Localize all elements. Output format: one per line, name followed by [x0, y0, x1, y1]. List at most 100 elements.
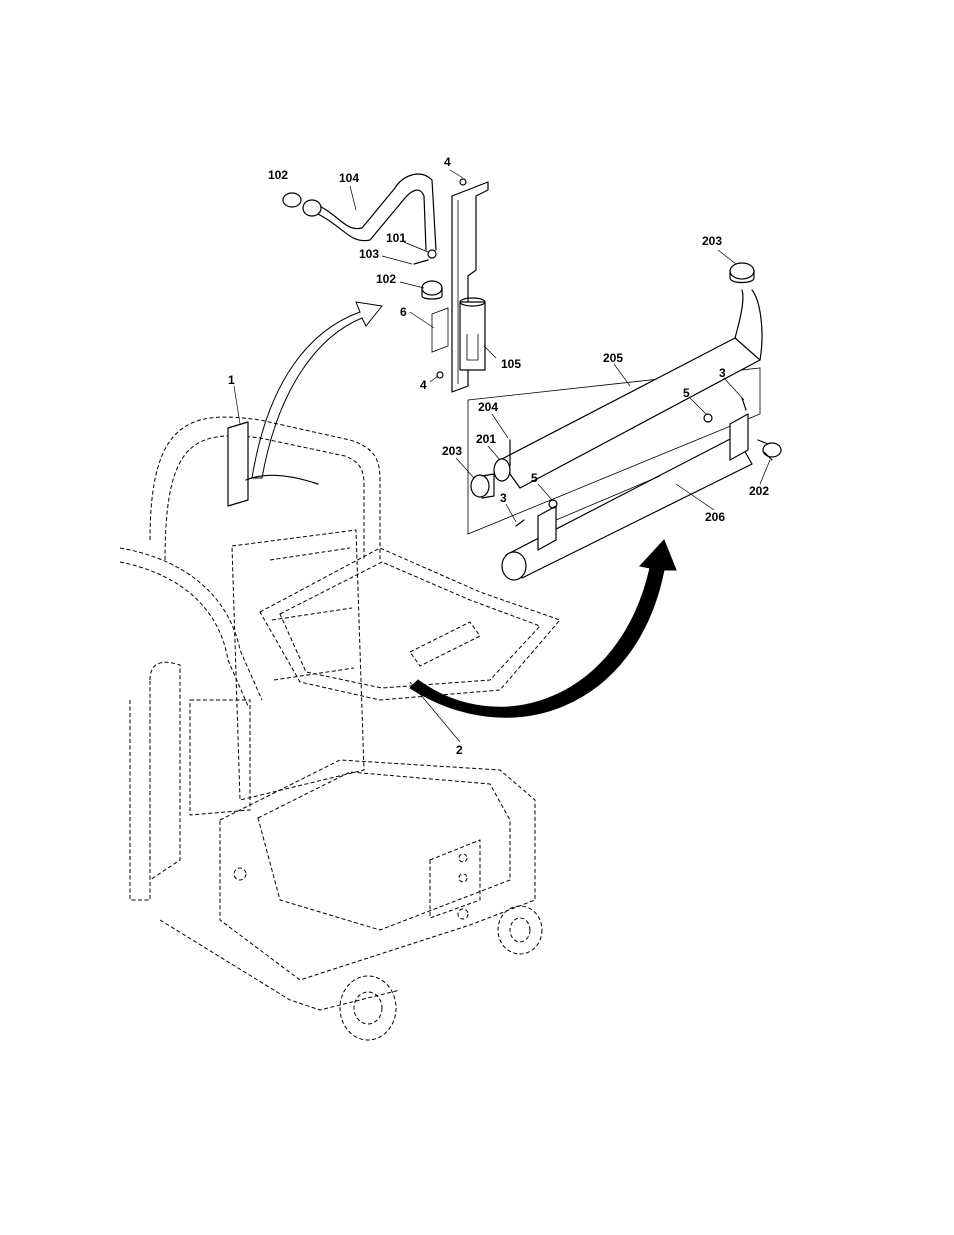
cap-203-left-body: [481, 473, 495, 499]
callout-104: 104: [339, 171, 359, 185]
callout-102-mid: 102: [376, 272, 396, 286]
left-handle-inner: [119, 561, 249, 707]
callout-203-top: 203: [702, 234, 722, 248]
arrow-to-detail-1: [251, 301, 383, 479]
callout-102-top: 102: [268, 168, 288, 182]
callout-205: 205: [603, 351, 623, 365]
leader-6: [409, 311, 435, 329]
bracket-1-on-machine: [227, 421, 249, 507]
leader-203-left: [455, 457, 475, 479]
machine-phantom-view: [119, 416, 561, 1041]
holder-slot: [466, 334, 479, 361]
left-leg-a: [149, 661, 181, 881]
callout-3-left: 3: [500, 491, 507, 505]
callout-201: 201: [476, 432, 496, 446]
leader-103: [381, 255, 413, 265]
control-panel: [429, 839, 481, 919]
rear-wheel: [497, 905, 543, 955]
callout-103: 103: [359, 247, 379, 261]
cap-203-left: [470, 474, 490, 498]
leader-201: [487, 445, 501, 461]
central-column: [231, 529, 365, 801]
callout-105: 105: [501, 357, 521, 371]
detail-2-tube-assembly: [467, 262, 782, 581]
leader-203-top: [717, 249, 737, 265]
tube-205-bend-a: [734, 289, 744, 339]
screw-3-right: [741, 397, 747, 411]
leader-4-top: [449, 169, 464, 179]
left-handle-outer: [119, 547, 263, 701]
leader-5-left: [537, 483, 553, 501]
callout-6: 6: [400, 305, 407, 319]
bracket-left: [537, 505, 557, 551]
tube-206-opening: [501, 551, 527, 581]
cap-203-top: [729, 262, 755, 280]
bracket-right: [729, 413, 749, 461]
front-wheel-hub: [353, 991, 383, 1025]
screw-3-left: [515, 519, 525, 527]
leader-204: [491, 413, 509, 439]
decal-label: [431, 307, 449, 353]
base-top: [257, 771, 511, 931]
clamp-101: [427, 249, 437, 259]
leader-lines: [233, 169, 771, 743]
leader-1: [233, 385, 241, 425]
side-knob: [233, 867, 247, 881]
callout-5-right: 5: [683, 386, 690, 400]
callout-labels: 102 104 4 101 103 102 6 105 4 1 203 205 …: [228, 155, 769, 757]
callout-4-top: 4: [444, 155, 451, 169]
base-bottom-edge: [159, 919, 401, 1011]
leader-5-right: [689, 397, 707, 415]
leader-205: [613, 363, 631, 387]
leader-104: [349, 185, 357, 211]
leader-202: [759, 459, 771, 485]
callout-5-left: 5: [531, 471, 538, 485]
callout-101: 101: [386, 231, 406, 245]
callout-2: 2: [456, 743, 463, 757]
callout-204: 204: [478, 400, 498, 414]
side-tank: [189, 699, 251, 816]
nut-5-right: [703, 413, 713, 423]
leader-3-right: [723, 377, 745, 401]
fitting-202: [762, 442, 782, 458]
holder-tube-top: [459, 297, 486, 307]
panel-knob-c: [457, 908, 469, 920]
cap-203-top-body: [729, 270, 755, 284]
upper-tray-inner: [279, 561, 541, 689]
tube-205-bend-b: [751, 289, 763, 361]
screw-4-bottom: [436, 371, 444, 379]
leader-3-left: [505, 503, 517, 523]
front-wheel: [339, 975, 397, 1041]
panel-knob-a: [458, 853, 468, 863]
column-rails: [269, 547, 355, 681]
fitting-202-stem: [757, 439, 773, 461]
callout-4-bottom: 4: [420, 378, 427, 392]
back-frame-outer: [149, 416, 381, 560]
holder-tube: [459, 301, 486, 371]
cap-102-mid: [421, 280, 443, 296]
callout-202: 202: [749, 484, 769, 498]
tube-206-strap: [555, 475, 661, 521]
leader-2: [409, 681, 461, 743]
panel-knob-b: [458, 873, 468, 883]
fitting-201: [493, 458, 511, 482]
callout-206: 206: [705, 510, 725, 524]
cap-102-mid-body: [421, 287, 443, 300]
callout-3-right: 3: [719, 366, 726, 380]
nut-5-left: [548, 499, 558, 509]
leader-206: [675, 483, 715, 511]
callout-1: 1: [228, 373, 235, 387]
screw-103: [413, 259, 429, 265]
base-outer: [219, 759, 536, 981]
hose-104-outer: [311, 173, 437, 251]
tube-2-on-machine: [409, 621, 481, 667]
detail-1-bracket-assembly: [282, 173, 489, 393]
arrow-to-detail-2: [409, 539, 677, 718]
leader-101: [403, 241, 429, 253]
leader-105: [483, 345, 497, 359]
leader-102-mid: [399, 281, 425, 289]
callout-arrows: [251, 301, 677, 718]
callout-203-left: 203: [442, 444, 462, 458]
hose-on-machine: [245, 474, 319, 485]
